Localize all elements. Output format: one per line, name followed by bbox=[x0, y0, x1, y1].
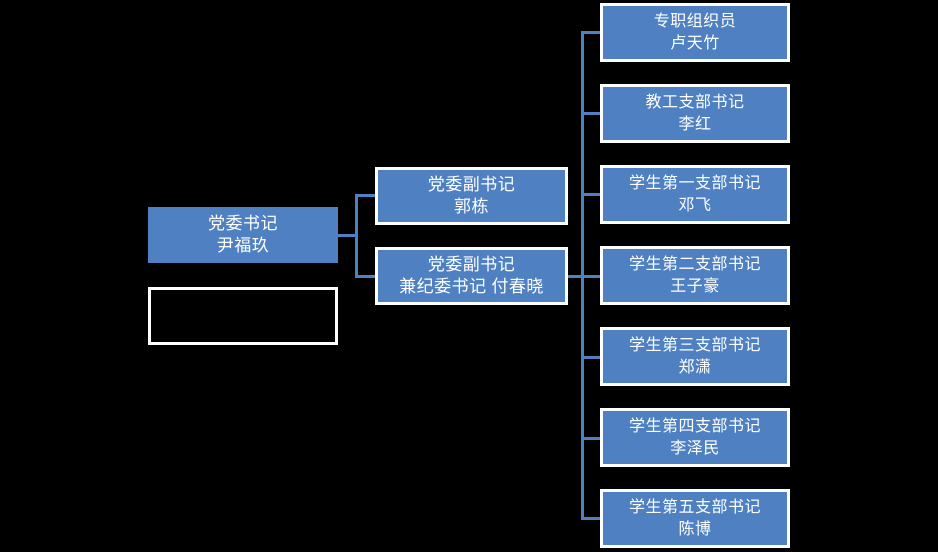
node-organizer-lutianzhu[interactable]: 专职组织员 卢天竹 bbox=[600, 3, 790, 62]
node-title: 学生第五支部书记 bbox=[628, 499, 761, 517]
node-person-name: 郭栋 bbox=[454, 197, 489, 216]
connector-root-to-mid1 bbox=[355, 194, 377, 197]
node-title: 专职组织员 bbox=[653, 13, 737, 31]
node-person-name: 兼纪委书记 付春晓 bbox=[399, 277, 544, 296]
node-person-name: 陈博 bbox=[678, 520, 712, 538]
node-title: 学生第二支部书记 bbox=[628, 256, 761, 274]
node-person-name: 李泽民 bbox=[670, 439, 720, 457]
connector-trunk-to-leaf-6 bbox=[581, 517, 602, 520]
node-student-branch-3-zhengxiao[interactable]: 学生第三支部书记 郑潇 bbox=[600, 327, 790, 386]
node-person-name: 尹福玖 bbox=[216, 236, 270, 255]
connector-trunk-to-leaf-5 bbox=[581, 437, 602, 440]
node-title: 党委副书记 bbox=[427, 254, 516, 274]
node-title: 教工支部书记 bbox=[645, 94, 745, 112]
node-student-branch-5-chenbo[interactable]: 学生第五支部书记 陈博 bbox=[600, 489, 790, 548]
node-student-branch-1-dengfei[interactable]: 学生第一支部书记 邓飞 bbox=[600, 165, 790, 224]
node-person-name: 李红 bbox=[678, 115, 712, 133]
node-party-secretary[interactable]: 党委书记 尹福玖 bbox=[148, 207, 338, 263]
node-person-name: 卢天竹 bbox=[670, 34, 720, 52]
connector-trunk-to-leaf-4 bbox=[581, 356, 602, 359]
connector-mid2-stub bbox=[568, 275, 584, 278]
connector-root-stub bbox=[338, 234, 358, 237]
node-title: 党委书记 bbox=[208, 213, 278, 233]
connector-trunk-to-leaf-0 bbox=[581, 31, 602, 34]
connector-trunk-to-leaf-1 bbox=[581, 112, 602, 115]
node-deputy-secretary-guodong[interactable]: 党委副书记 郭栋 bbox=[375, 167, 568, 225]
node-deputy-secretary-fuchunxiao[interactable]: 党委副书记 兼纪委书记 付春晓 bbox=[375, 247, 568, 305]
node-title: 学生第一支部书记 bbox=[628, 175, 761, 193]
node-title: 学生第三支部书记 bbox=[628, 337, 761, 355]
connector-trunk-to-leaf-3 bbox=[581, 275, 602, 278]
node-empty-placeholder[interactable] bbox=[148, 287, 338, 345]
node-person-name: 邓飞 bbox=[678, 196, 712, 214]
node-title: 学生第四支部书记 bbox=[628, 418, 761, 436]
node-person-name: 王子豪 bbox=[670, 277, 720, 295]
node-title: 党委副书记 bbox=[427, 174, 516, 194]
node-faculty-branch-lihong[interactable]: 教工支部书记 李红 bbox=[600, 84, 790, 143]
node-student-branch-2-wangzihao[interactable]: 学生第二支部书记 王子豪 bbox=[600, 246, 790, 305]
node-person-name: 郑潇 bbox=[678, 358, 712, 376]
connector-root-spine bbox=[355, 194, 358, 278]
connector-root-to-mid2 bbox=[355, 275, 377, 278]
node-student-branch-4-lizemin[interactable]: 学生第四支部书记 李泽民 bbox=[600, 408, 790, 467]
connector-trunk-to-leaf-2 bbox=[581, 193, 602, 196]
